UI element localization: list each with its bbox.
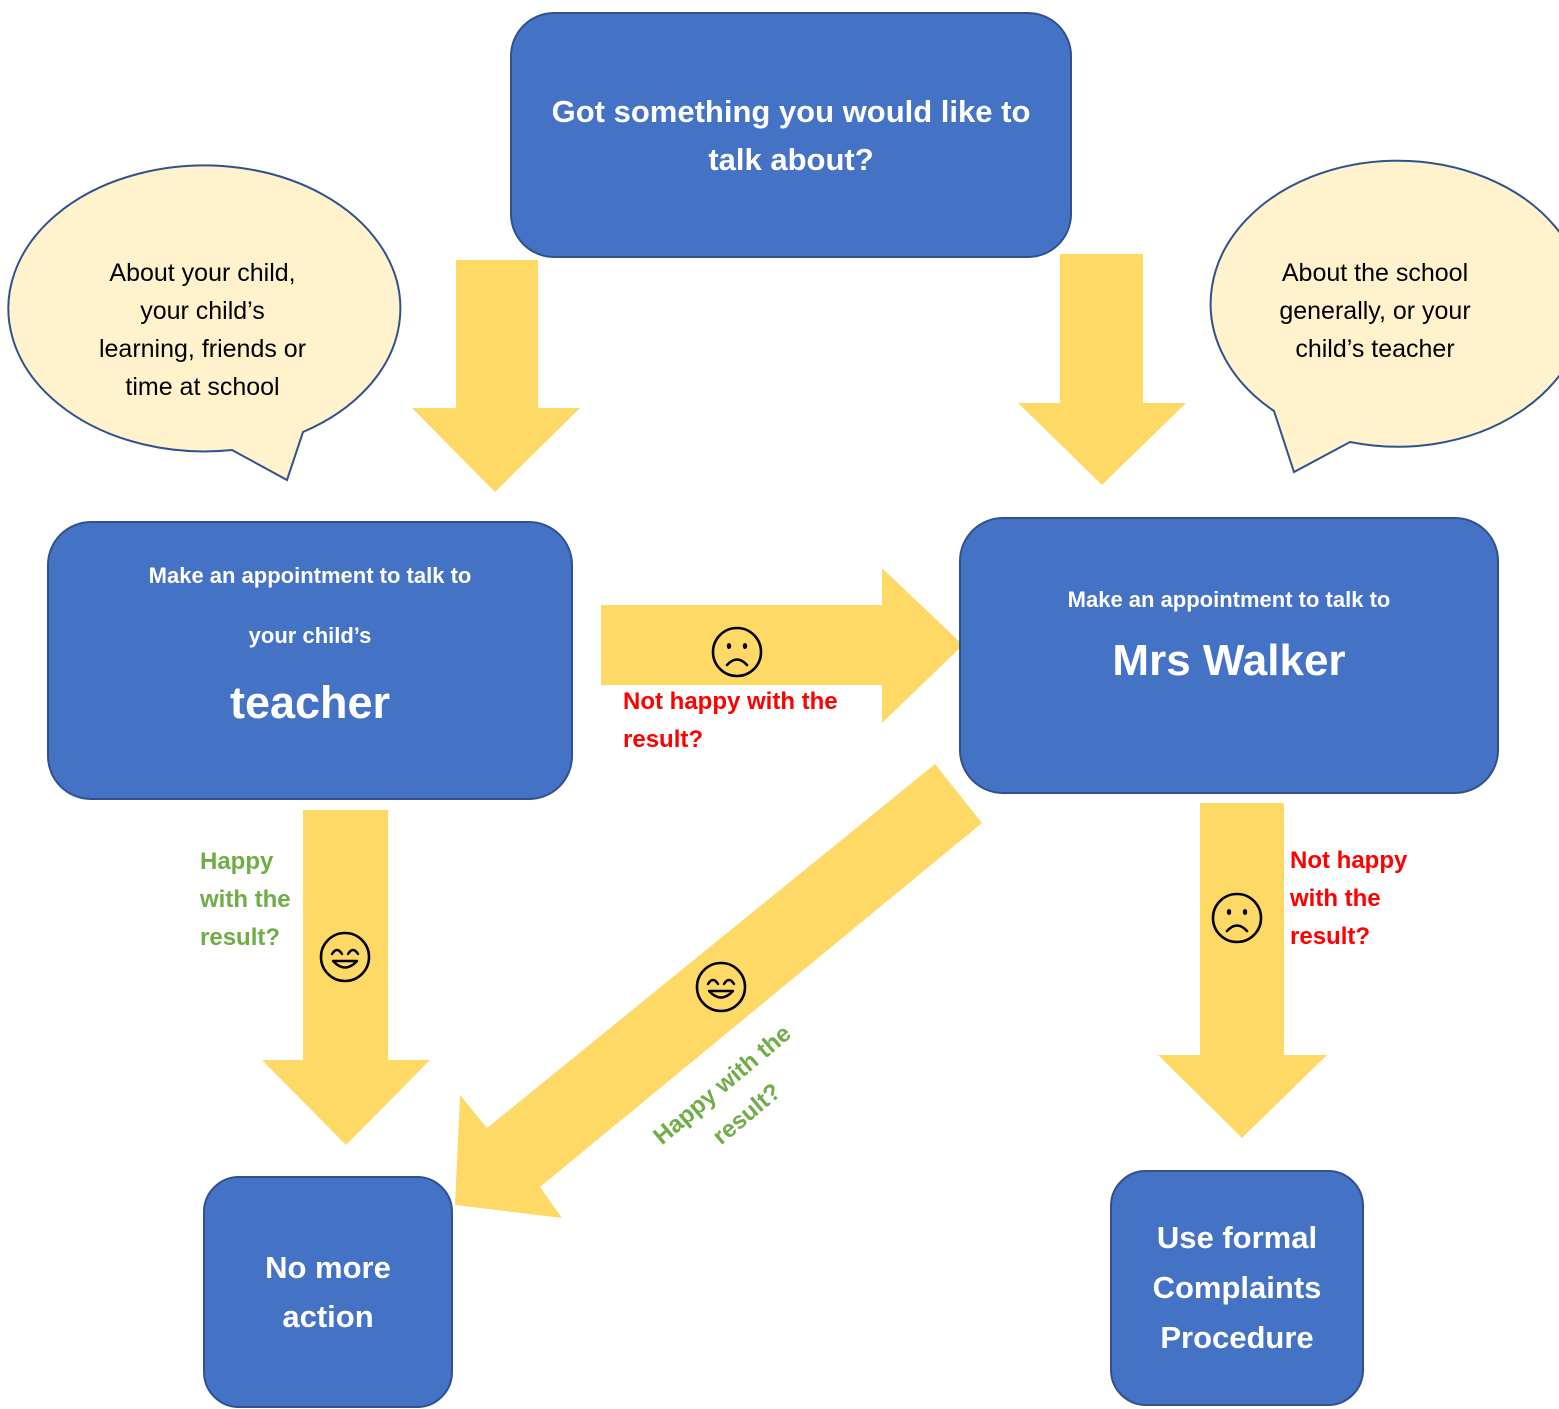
speech-bubble-left — [7, 164, 402, 482]
walker-name: Mrs Walker — [1112, 636, 1346, 685]
no-more-action-text: No more action — [265, 1250, 391, 1334]
mrs-walker-box: Make an appointment to talk to Mrs Walke… — [959, 517, 1499, 794]
bubble-left-line: learning, friends or — [98, 335, 307, 363]
bubble-right-line: About the school — [1281, 259, 1469, 287]
top-question-box: Got something you would like to talk abo… — [510, 12, 1072, 258]
not-happy-label-right: Not happy with the result? — [1290, 847, 1408, 950]
bubble-left-line: About your child, — [109, 259, 296, 287]
happy-label-left: Happy with the result? — [200, 848, 291, 951]
bubble-right-line: generally, or your — [1279, 297, 1471, 325]
arrow-top-to-walker — [1018, 254, 1186, 485]
teacher-box: Make an appointment to talk to your chil… — [47, 521, 573, 800]
bubble-left-line: time at school — [125, 373, 280, 401]
smiling-face-icon — [319, 931, 371, 983]
walker-line-1: Make an appointment to talk to — [1067, 587, 1391, 612]
complaints-procedure-box: Use formal Complaints Procedure — [1110, 1170, 1364, 1406]
speech-bubble-right — [1209, 159, 1559, 474]
complaints-procedure-text: Use formal Complaints Procedure — [1152, 1220, 1322, 1355]
sad-face-icon — [711, 626, 763, 678]
teacher-line-2: your child’s — [248, 623, 372, 648]
no-more-action-box: No more action — [203, 1176, 453, 1408]
arrow-top-to-teacher — [412, 260, 580, 492]
arrow-teacher-to-walker — [601, 568, 963, 723]
smiling-face-icon — [695, 961, 747, 1013]
teacher-name: teacher — [229, 677, 391, 728]
not-happy-label-middle: Not happy with the result? — [623, 688, 838, 753]
sad-face-icon — [1211, 892, 1263, 944]
arrow-walker-to-complaints — [1158, 803, 1327, 1138]
top-question-text: Got something you would like to talk abo… — [551, 94, 1031, 177]
bubble-left-line: your child’s — [140, 297, 265, 325]
arrow-teacher-to-no-action — [262, 810, 430, 1145]
bubble-left-text: About your child, your child’s learning,… — [70, 254, 335, 406]
bubble-right-text: About the school generally, or your chil… — [1240, 254, 1510, 368]
bubble-right-line: child’s teacher — [1295, 335, 1455, 363]
teacher-line-1: Make an appointment to talk to — [148, 563, 472, 588]
